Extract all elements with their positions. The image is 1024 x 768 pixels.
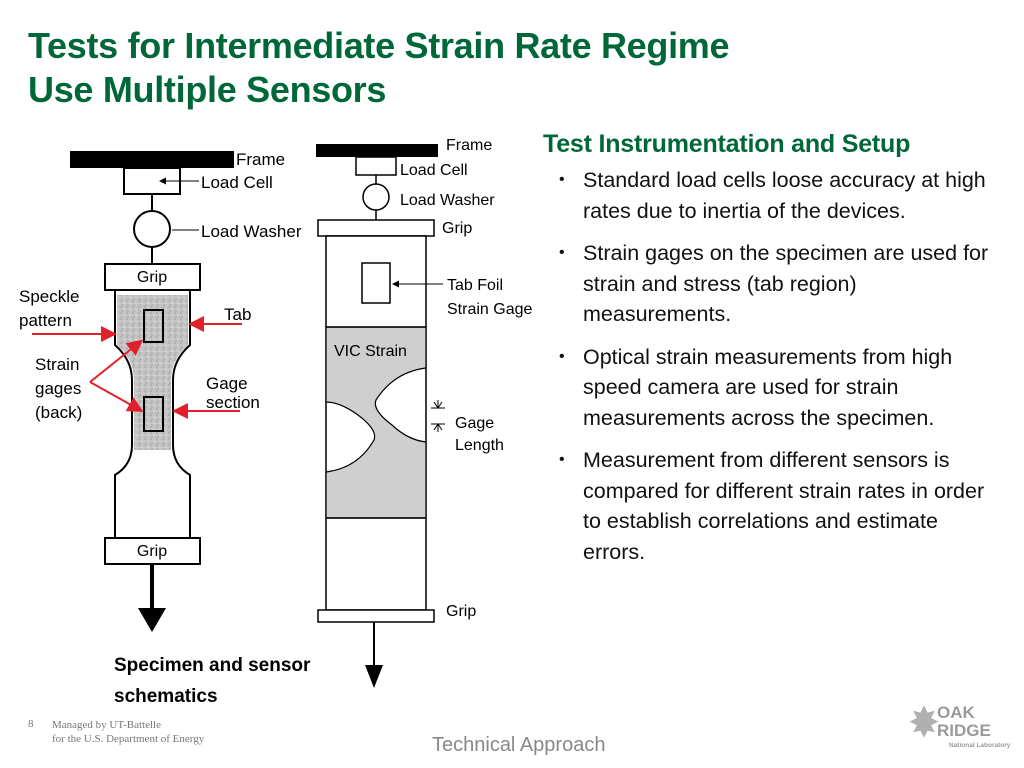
gage-label-line-2: section: [206, 393, 260, 412]
bullet-item: • Optical strain measurements from high s…: [543, 342, 993, 434]
speckle-label-line-2: pattern: [19, 311, 72, 330]
section-label: Technical Approach: [432, 734, 606, 756]
left-frame-label: Frame: [236, 150, 285, 169]
right-grip-bottom-label: Grip: [446, 603, 476, 620]
figure-caption: Specimen and sensor schematics: [114, 655, 311, 707]
right-frame-bar: [316, 144, 438, 157]
right-grip-top-label: Grip: [442, 220, 472, 237]
left-speckle-region: [117, 295, 188, 450]
right-load-cell-label: Load Cell: [400, 162, 468, 179]
right-load-washer-label: Load Washer: [400, 192, 495, 209]
leaf-icon: [909, 705, 939, 738]
right-load-cell: [355, 156, 397, 176]
tab-label: Tab: [224, 305, 251, 324]
strain-label-line-1: Strain: [35, 355, 79, 374]
managed-by-line-1: Managed by UT-Battelle: [52, 719, 161, 731]
right-grip-bottom: [317, 609, 435, 623]
title-line-1: Tests for Intermediate Strain Rate Regim…: [28, 25, 730, 66]
bullet-text: Standard load cells loose accuracy at hi…: [583, 168, 986, 223]
left-load-arrow: [138, 608, 166, 632]
gage-section-label: Gage section: [206, 374, 260, 412]
strain-gages-label: Strain gages (back): [35, 355, 86, 422]
instrumentation-heading: Test Instrumentation and Setup: [543, 130, 911, 158]
right-schematic: Frame Load Cell Load Washer Grip Tab Foi…: [316, 137, 532, 688]
title-line-2: Use Multiple Sensors: [28, 69, 387, 110]
tab-foil-line-2: Strain Gage: [447, 301, 532, 318]
right-grip-top: [317, 219, 435, 237]
left-grip-bottom-label: Grip: [137, 543, 167, 560]
tab-foil-line-1: Tab Foil: [447, 277, 503, 294]
left-strain-gage-bottom: [143, 396, 164, 432]
left-grip-top-label: Grip: [137, 269, 167, 286]
bullet-item: • Strain gages on the specimen are used f…: [543, 238, 993, 330]
speckle-label: Speckle pattern: [19, 287, 84, 330]
left-load-cell-label: Load Cell: [201, 173, 273, 192]
managed-by-line-2: for the U.S. Department of Energy: [52, 733, 205, 745]
bullet-item: • Measurement from different sensors is c…: [543, 445, 993, 567]
bullet-dot-icon: •: [559, 347, 565, 365]
left-load-washer-label: Load Washer: [201, 222, 302, 241]
bullet-list: • Standard load cells loose accuracy at h…: [543, 165, 1013, 567]
bullet-item: • Standard load cells loose accuracy at h…: [543, 165, 993, 226]
bullet-dot-icon: •: [559, 244, 565, 261]
bullet-text: Strain gages on the specimen are used fo…: [583, 241, 989, 326]
instrumentation-panel: Test Instrumentation and Setup • Standard…: [543, 130, 1013, 579]
gage-length-line-2: Length: [455, 437, 504, 454]
bullet-dot-icon: •: [559, 171, 565, 188]
bullet-text: Optical strain measurements from high sp…: [583, 344, 953, 430]
oak-ridge-logo: OAK RIDGE National Laboratory: [909, 703, 1011, 749]
right-load-washer: [362, 183, 390, 211]
strain-label-line-3: (back): [35, 403, 82, 422]
vic-strain-label: VIC Strain: [334, 343, 407, 360]
slide-title: Tests for Intermediate Strain Rate Regim…: [28, 24, 730, 112]
left-strain-gage-top: [143, 309, 164, 343]
gage-label-line-1: Gage: [206, 374, 248, 393]
left-load-washer: [133, 210, 171, 248]
right-frame-label: Frame: [446, 137, 492, 154]
left-schematic: Grip Grip Frame Load Cell Load Washer Sp…: [19, 150, 302, 632]
tab-foil-label: Tab Foil Strain Gage: [447, 277, 532, 318]
logo-line-3: National Laboratory: [949, 742, 1011, 749]
speckle-label-line-1: Speckle: [19, 287, 79, 306]
logo-line-2: RIDGE: [937, 721, 991, 740]
left-grip-top: [104, 263, 201, 291]
left-frame-bar: [70, 151, 234, 168]
gage-length-line-1: Gage: [455, 415, 494, 432]
bullet-dot-icon: •: [559, 451, 565, 468]
managed-by-note: Managed by UT-Battelle for the U.S. Depa…: [52, 718, 204, 746]
logo-line-1: OAK: [937, 703, 976, 722]
right-load-arrow: [365, 665, 383, 688]
gage-length-label: Gage Length: [455, 415, 504, 454]
right-tab-foil-gage: [361, 262, 391, 304]
strain-label-line-2: gages: [35, 379, 81, 398]
slide-number: 8: [28, 718, 34, 730]
bullet-text: Measurement from different sensors is co…: [583, 448, 985, 564]
